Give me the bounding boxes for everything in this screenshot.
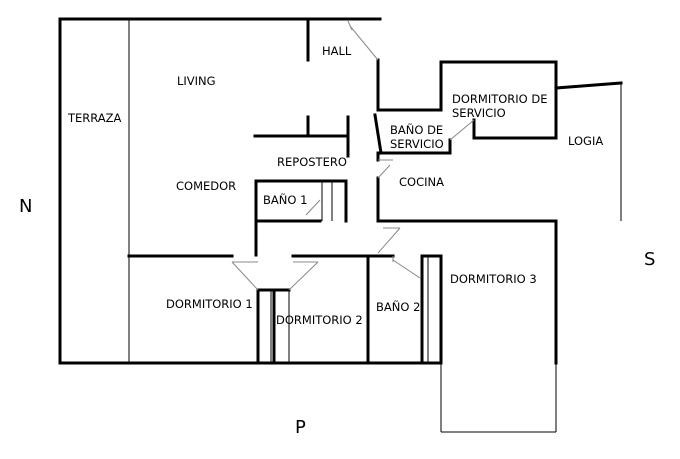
interior-walls bbox=[127, 17, 476, 365]
label-dormitorio-3: DORMITORIO 3 bbox=[450, 272, 537, 286]
compass-north: N bbox=[19, 196, 32, 217]
label-living: LIVING bbox=[177, 74, 216, 88]
label-bano-servicio-line2: SERVICIO bbox=[390, 137, 444, 151]
label-dormitorio-servicio-line2: SERVICIO bbox=[452, 106, 506, 120]
compass-p: P bbox=[295, 417, 306, 438]
label-cocina: COCINA bbox=[399, 175, 444, 189]
door-swings bbox=[231, 20, 475, 291]
label-dormitorio-2: DORMITORIO 2 bbox=[276, 313, 363, 327]
label-hall: HALL bbox=[322, 44, 352, 58]
label-terraza: TERRAZA bbox=[67, 111, 122, 125]
label-dormitorio-1: DORMITORIO 1 bbox=[166, 297, 253, 311]
compass-south: S bbox=[644, 249, 655, 270]
label-dormitorio-servicio-line1: DORMITORIO DE bbox=[452, 92, 548, 106]
label-bano-servicio-line1: BAÑO DE bbox=[390, 122, 443, 137]
label-bano-2: BAÑO 2 bbox=[376, 299, 420, 314]
label-logia: LOGIA bbox=[568, 134, 603, 148]
label-bano-1: BAÑO 1 bbox=[263, 192, 307, 207]
label-comedor: COMEDOR bbox=[176, 179, 236, 193]
label-repostero: REPOSTERO bbox=[277, 155, 347, 169]
outer-walls bbox=[58, 17, 623, 433]
